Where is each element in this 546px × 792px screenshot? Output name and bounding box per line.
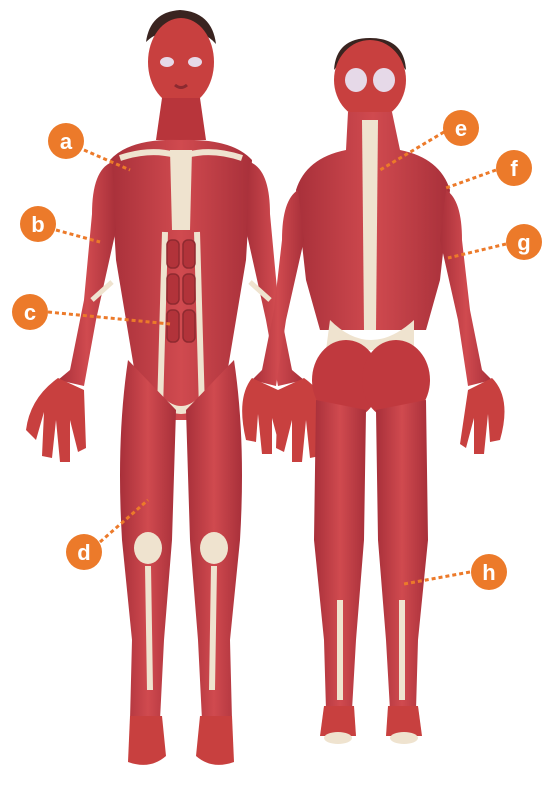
label-g-text: g (517, 230, 530, 255)
label-e-text: e (455, 116, 467, 141)
front-figure (26, 10, 336, 765)
front-hand-left (26, 378, 86, 462)
back-hand-right (460, 378, 505, 454)
label-badge-d: d (66, 534, 102, 570)
front-foot-left (128, 716, 166, 765)
label-badge-a: a (48, 123, 84, 159)
label-badge-h: h (471, 554, 507, 590)
label-d-text: d (77, 540, 90, 565)
leader-line-f (446, 170, 496, 188)
back-head (334, 40, 406, 120)
back-foot-left (320, 706, 356, 736)
front-arm-left (58, 162, 116, 386)
label-b-text: b (31, 212, 44, 237)
front-head (148, 18, 214, 106)
front-eye-right (188, 57, 202, 67)
label-badge-c: c (12, 294, 48, 330)
front-eye-left (160, 57, 174, 67)
label-badge-e: e (443, 110, 479, 146)
label-c-text: c (24, 300, 36, 325)
label-a-text: a (60, 129, 73, 154)
back-arm-right (440, 190, 492, 386)
label-f-text: f (510, 156, 518, 181)
front-foot-right (196, 716, 234, 765)
label-badge-g: g (506, 224, 542, 260)
back-foot-right (386, 706, 422, 736)
label-badge-f: f (496, 150, 532, 186)
label-h-text: h (482, 560, 495, 585)
label-badge-b: b (20, 206, 56, 242)
front-neck (156, 98, 206, 140)
